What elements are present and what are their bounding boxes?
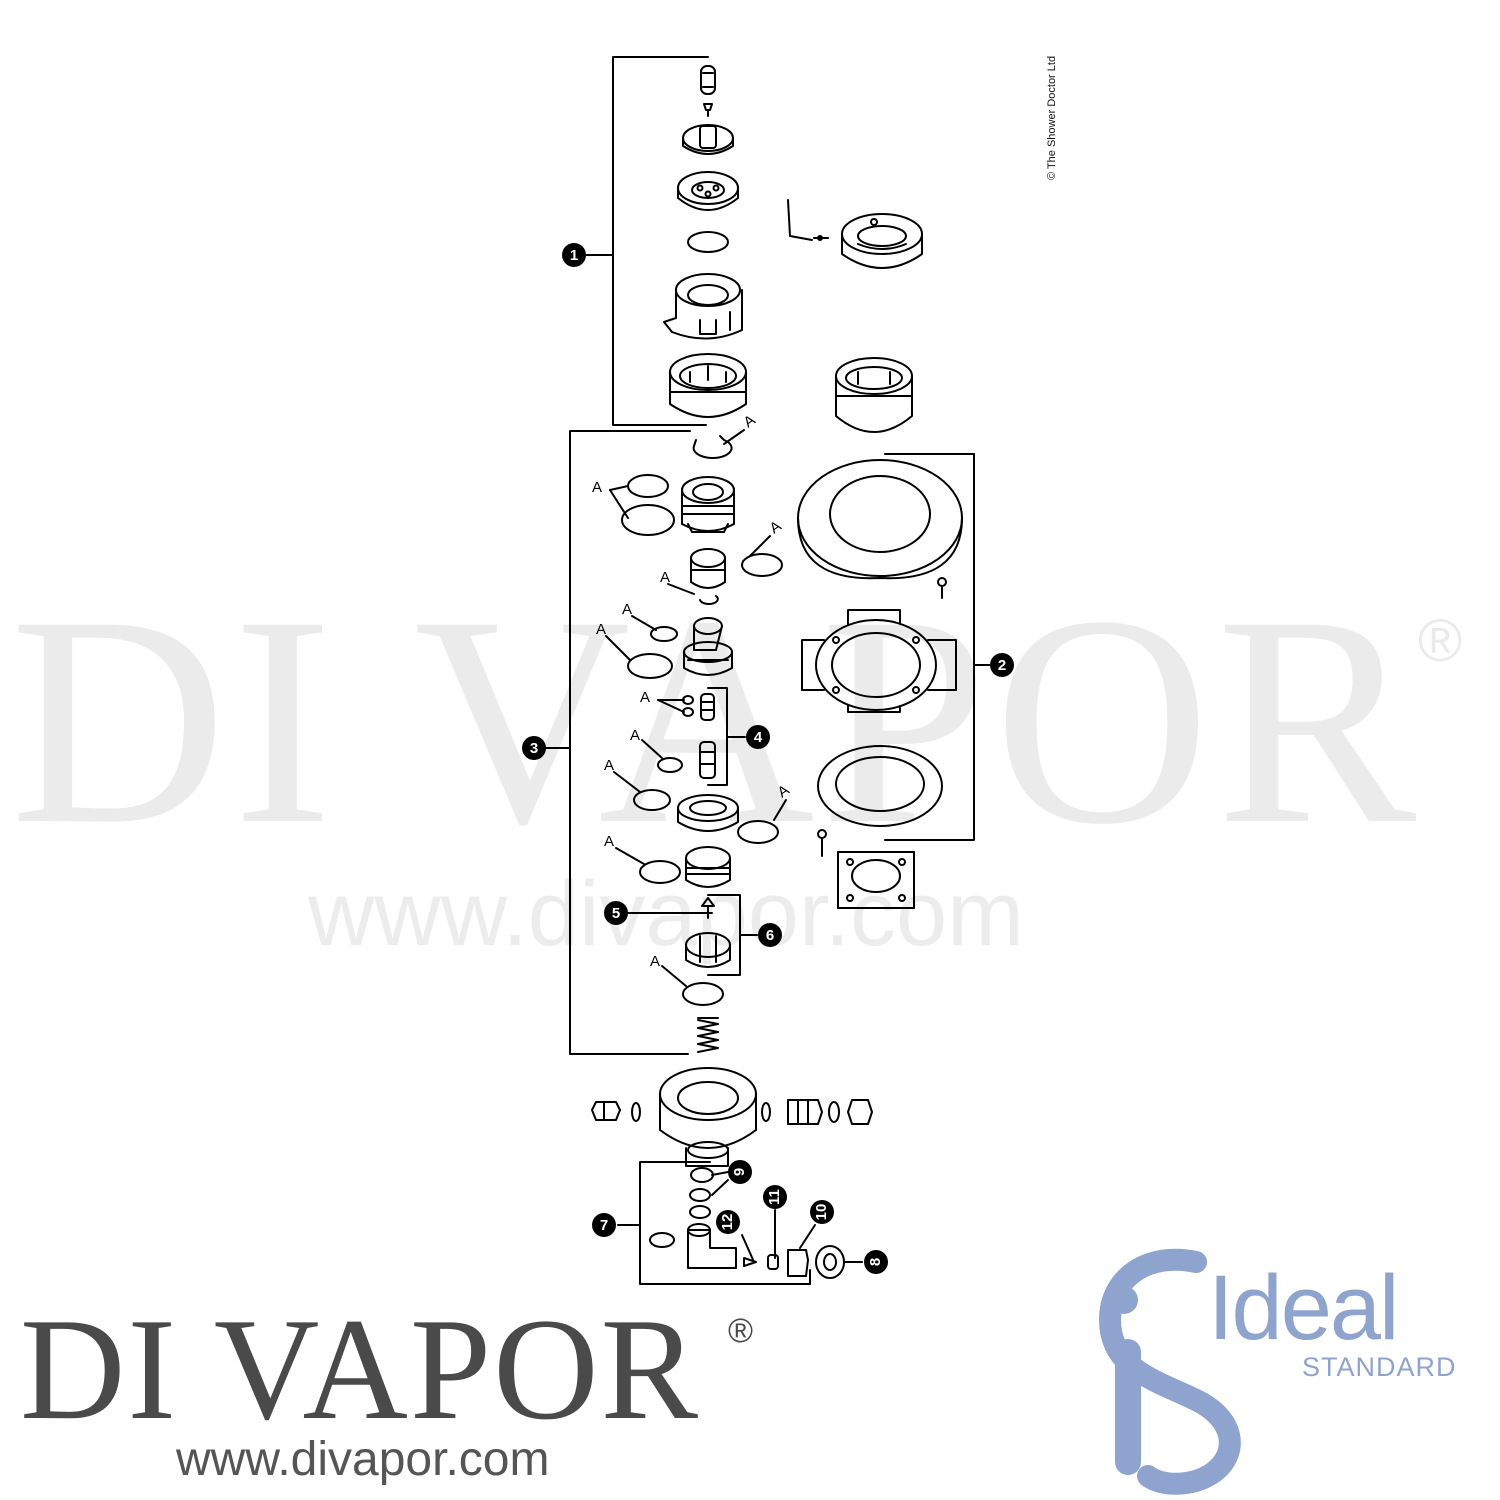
circlip-ring-part: [687, 231, 729, 253]
callout-brackets: [545, 56, 991, 1285]
brand-logo-text: DI VAPOR: [20, 1288, 700, 1450]
check-valve-part: [685, 932, 731, 968]
shroud-sleeve-part: [835, 357, 913, 433]
non-return-housing-part: [685, 846, 731, 888]
seal-label: A: [650, 953, 660, 970]
callout-badges: 1 2 3 4 5 6 7 8 9 10 11 12: [522, 243, 1014, 1274]
valve-stem-upper-part: [700, 693, 715, 721]
retaining-clip-part: [692, 435, 733, 459]
brand-url-link[interactable]: www.divapor.com: [176, 1433, 550, 1486]
ideal-standard-mark: [1098, 1248, 1241, 1495]
handle-hub-part: [677, 171, 739, 211]
seal-label: A: [604, 757, 614, 774]
seal-leader-lines: [605, 429, 787, 987]
callout-9: 9: [731, 1168, 748, 1176]
adjuster-key-part: [787, 199, 829, 241]
callout-11: 11: [766, 1189, 783, 1205]
cap-pin-part: [700, 65, 716, 95]
callout-12: 12: [719, 1214, 736, 1231]
thermostatic-element-part: [690, 548, 726, 589]
spindle-assembly-part: [683, 617, 733, 676]
seal-label: A: [660, 569, 670, 586]
gasket-plate-part: [817, 745, 943, 827]
shroud-part: [663, 273, 743, 340]
backplate-flange-part: [801, 609, 957, 713]
valve-stem-lower-part: [699, 741, 716, 779]
small-clip-part: [699, 595, 719, 606]
seal-label: A: [630, 727, 640, 744]
seal-label: A: [741, 412, 759, 432]
outlet-fittings: [649, 1167, 845, 1279]
valve-seat-ring-part: [677, 794, 739, 832]
inlet-fittings: [591, 1099, 873, 1125]
screw-part-lower: [817, 829, 827, 857]
seal-label: A: [622, 601, 632, 618]
concealing-plate-part: [797, 459, 963, 580]
callout-3: 3: [530, 740, 538, 757]
callout-5: 5: [612, 905, 620, 922]
seal-label: A: [640, 689, 650, 706]
ideal-standard-logo-word: Ideal: [1208, 1257, 1399, 1359]
seal-label: A: [604, 833, 614, 850]
screw-part-upper: [937, 577, 947, 599]
o-ring-seals: [621, 474, 783, 1006]
callout-4: 4: [754, 729, 763, 746]
callout-2: 2: [998, 657, 1006, 674]
brand-registered-mark: ®: [728, 1312, 754, 1350]
copyright-notice: © The Shower Doctor Ltd: [1046, 55, 1058, 180]
temperature-dial-part: [841, 213, 923, 269]
spring-part: [697, 1017, 719, 1053]
callout-7: 7: [600, 1217, 608, 1234]
seal-label: A: [767, 518, 785, 538]
seal-label: A: [592, 479, 602, 496]
mounting-bracket-part: [837, 851, 915, 909]
callout-1: 1: [570, 247, 578, 264]
watermark-registered-mark: ®: [1418, 607, 1463, 674]
callout-6: 6: [766, 927, 774, 944]
ideal-standard-logo-sub: STANDARD: [1302, 1352, 1457, 1382]
callout-8: 8: [867, 1258, 884, 1266]
handle-cap-part: [682, 124, 734, 155]
pin-part: [701, 897, 715, 919]
valve-body-part: [659, 1067, 757, 1167]
seal-label: A: [596, 621, 606, 638]
valve-body-upper-part: [681, 476, 735, 533]
seal-label: A: [775, 782, 793, 802]
callout-10: 10: [813, 1204, 830, 1221]
small-screw-part: [703, 103, 713, 117]
seal-labels: A A A A A A A A A A A A: [592, 412, 792, 970]
bonnet-part: [669, 353, 747, 418]
